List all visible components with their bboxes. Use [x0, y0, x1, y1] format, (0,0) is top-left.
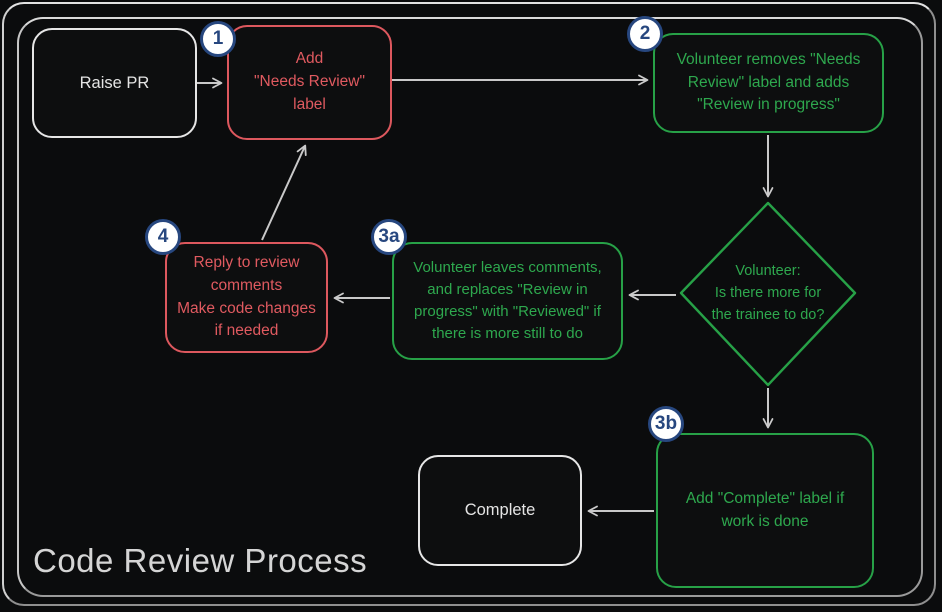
- node-raise-pr: Raise PR: [32, 28, 197, 138]
- step-badge-1: 1: [200, 21, 236, 57]
- decision-diamond-shape: [679, 201, 857, 387]
- inner-frame: [17, 17, 923, 597]
- node-complete: Complete: [418, 455, 582, 566]
- step-badge-4: 4: [145, 219, 181, 255]
- arrow-4-to-1: [261, 144, 307, 241]
- node-add-complete-label: Add "Complete" label if work is done: [656, 433, 874, 588]
- node-reply-to-review-comments: Reply to review comments Make code chang…: [165, 242, 328, 353]
- step-badge-3b: 3b: [648, 406, 684, 442]
- outer-frame: [2, 2, 936, 606]
- node-volunteer-removes-label: Volunteer removes "Needs Review" label a…: [653, 33, 884, 133]
- step-badge-2: 2: [627, 16, 663, 52]
- page-title: Code Review Process: [33, 542, 368, 579]
- node-decision-text: Volunteer: Is there more for the trainee…: [711, 263, 825, 323]
- node-volunteer-leaves-comments: Volunteer leaves comments, and replaces …: [392, 242, 623, 360]
- step-badge-3a: 3a: [371, 219, 407, 255]
- node-add-needs-review-label: Add "Needs Review" label: [227, 25, 392, 140]
